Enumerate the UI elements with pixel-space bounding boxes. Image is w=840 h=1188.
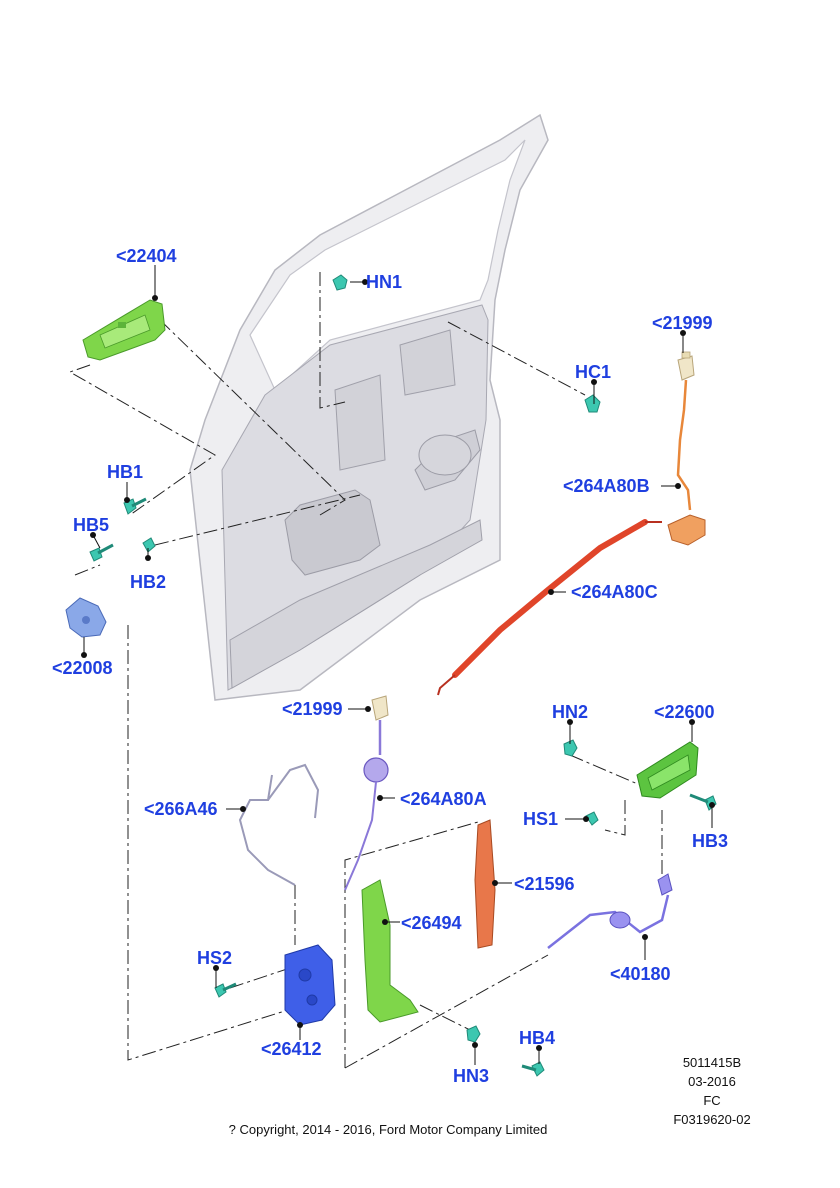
channel-21596[interactable] [474, 819, 496, 949]
cable-266A46[interactable] [238, 763, 320, 886]
label-hs1[interactable]: HS1 [523, 809, 558, 829]
bolt-hb5[interactable] [89, 543, 114, 562]
drawing-info: 5011415B 03-2016 FC F0319620-02 [673, 1055, 750, 1127]
drawing-number: 5011415B [683, 1055, 741, 1070]
label-hc1[interactable]: HC1 [575, 362, 611, 382]
label-40180[interactable]: <40180 [610, 964, 671, 984]
bolt-hb4[interactable] [521, 1061, 545, 1077]
label-hn3[interactable]: HN3 [453, 1066, 489, 1086]
label-264A80B[interactable]: <264A80B [563, 476, 650, 496]
label-hb2[interactable]: HB2 [130, 572, 166, 592]
lock-knob-21999-lower[interactable] [371, 695, 389, 721]
label-21999-lower[interactable]: <21999 [282, 699, 343, 719]
screw-hs1[interactable] [585, 811, 599, 826]
rod-264A80C[interactable] [437, 519, 662, 696]
label-hb4[interactable]: HB4 [519, 1028, 555, 1048]
leader-lines [83, 265, 713, 1065]
label-hb1[interactable]: HB1 [107, 462, 143, 482]
label-26412[interactable]: <26412 [261, 1039, 322, 1059]
bolt-hb2[interactable] [142, 537, 156, 553]
cable-264A80B[interactable] [667, 379, 706, 546]
label-hb5[interactable]: HB5 [73, 515, 109, 535]
lock-knob-21999-upper[interactable] [677, 351, 695, 381]
cable-264A80A[interactable] [344, 720, 389, 891]
leader-dots [81, 279, 715, 1051]
door-shell [189, 113, 549, 701]
label-hs2[interactable]: HS2 [197, 948, 232, 968]
inner-handle-22404[interactable] [82, 299, 166, 361]
clip-hc1[interactable] [584, 394, 601, 413]
label-hn1[interactable]: HN1 [366, 272, 402, 292]
label-264A80A[interactable]: <264A80A [400, 789, 487, 809]
label-266A46[interactable]: <266A46 [144, 799, 218, 819]
nut-hn3[interactable] [466, 1025, 481, 1043]
label-22404[interactable]: <22404 [116, 246, 177, 266]
latch-26412[interactable] [284, 944, 336, 1026]
label-hb3[interactable]: HB3 [692, 831, 728, 851]
nut-hn2[interactable] [563, 739, 578, 757]
bracket-22008[interactable] [65, 597, 107, 638]
outer-handle-22600[interactable] [636, 741, 699, 799]
label-21596[interactable]: <21596 [514, 874, 575, 894]
bracket-26494[interactable] [361, 879, 419, 1023]
copyright-notice: ? Copyright, 2014 - 2016, Ford Motor Com… [229, 1122, 548, 1137]
figure-number: F0319620-02 [673, 1112, 750, 1127]
cable-40180[interactable] [547, 873, 673, 949]
part-labels: <22404 HN1 <21999 HC1 HB1 HB5 HB2 <264A8… [52, 246, 728, 1086]
drawing-date: 03-2016 [688, 1074, 736, 1089]
label-21999-upper[interactable]: <21999 [652, 313, 713, 333]
screw-hs2[interactable] [214, 982, 237, 998]
drawing-code: FC [703, 1093, 720, 1108]
nut-hn1[interactable] [332, 274, 348, 291]
label-26494[interactable]: <26494 [401, 913, 462, 933]
label-264A80C[interactable]: <264A80C [571, 582, 658, 602]
label-22008[interactable]: <22008 [52, 658, 113, 678]
assembly-lines [68, 272, 663, 1069]
label-hn2[interactable]: HN2 [552, 702, 588, 722]
label-22600[interactable]: <22600 [654, 702, 715, 722]
